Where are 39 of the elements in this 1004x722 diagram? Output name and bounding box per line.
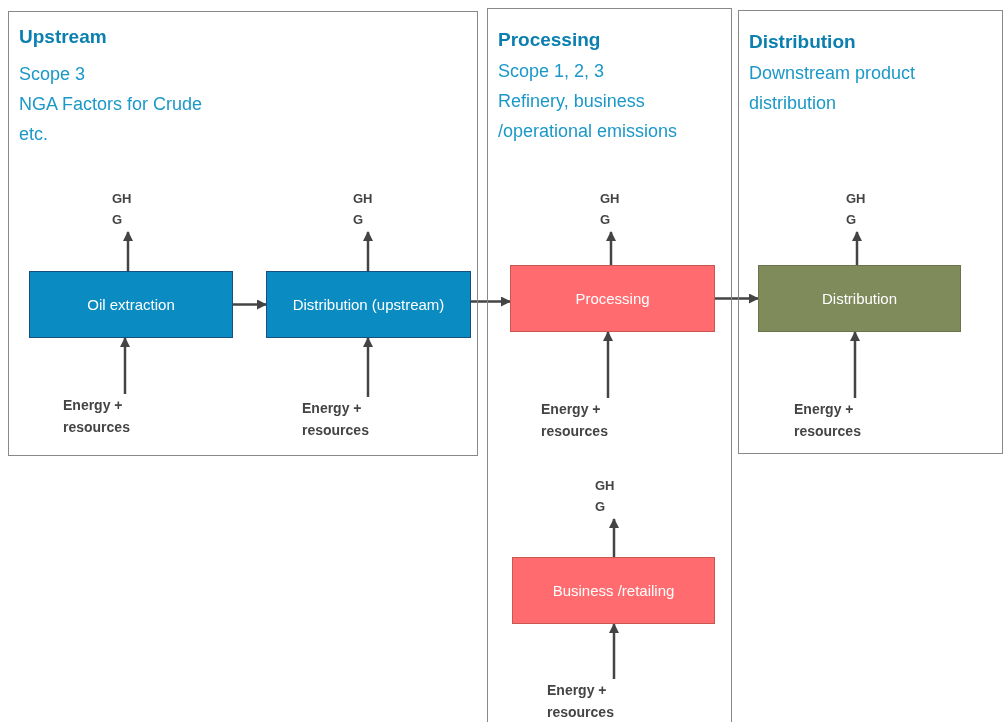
emission-label: GHG	[112, 188, 134, 232]
emission-label: GHG	[600, 188, 622, 232]
panel-description: NGA Factors for Crude etc.	[19, 93, 204, 146]
arrow	[120, 337, 130, 394]
panel-description: Scope 1, 2, 3	[498, 60, 606, 83]
panel-description: Refinery, business /operational emissions	[498, 90, 679, 143]
panel-heading: Upstream	[19, 26, 107, 48]
arrow	[609, 623, 619, 679]
arrow	[123, 231, 133, 271]
emission-label: GHG	[846, 188, 868, 232]
arrow	[363, 337, 373, 397]
arrow	[852, 231, 862, 265]
arrow	[363, 231, 373, 271]
panel-description: Downstream product distribution	[749, 62, 917, 115]
panel-description: Scope 3	[19, 63, 87, 86]
process-box: Distribution (upstream)	[266, 271, 471, 338]
input-label: Energy + resources	[547, 679, 631, 722]
process-box: Business /retailing	[512, 557, 715, 624]
input-label: Energy + resources	[63, 394, 147, 438]
panel-heading: Processing	[498, 29, 601, 51]
process-box: Distribution	[758, 265, 961, 332]
input-label: Energy + resources	[794, 398, 878, 442]
arrow	[609, 518, 619, 557]
panel-heading: Distribution	[749, 31, 856, 53]
emission-label: GHG	[595, 475, 617, 519]
input-label: Energy + resources	[302, 397, 386, 441]
process-box: Processing	[510, 265, 715, 332]
arrow	[603, 331, 613, 398]
stage-panel	[487, 8, 732, 722]
input-label: Energy + resources	[541, 398, 625, 442]
stage-panel	[8, 11, 478, 456]
emission-label: GHG	[353, 188, 375, 232]
arrow	[606, 231, 616, 265]
arrow	[471, 296, 511, 307]
arrow	[715, 293, 759, 304]
arrow	[233, 299, 267, 310]
arrow	[850, 331, 860, 398]
stage-panel	[738, 10, 1003, 454]
process-box: Oil extraction	[29, 271, 233, 338]
